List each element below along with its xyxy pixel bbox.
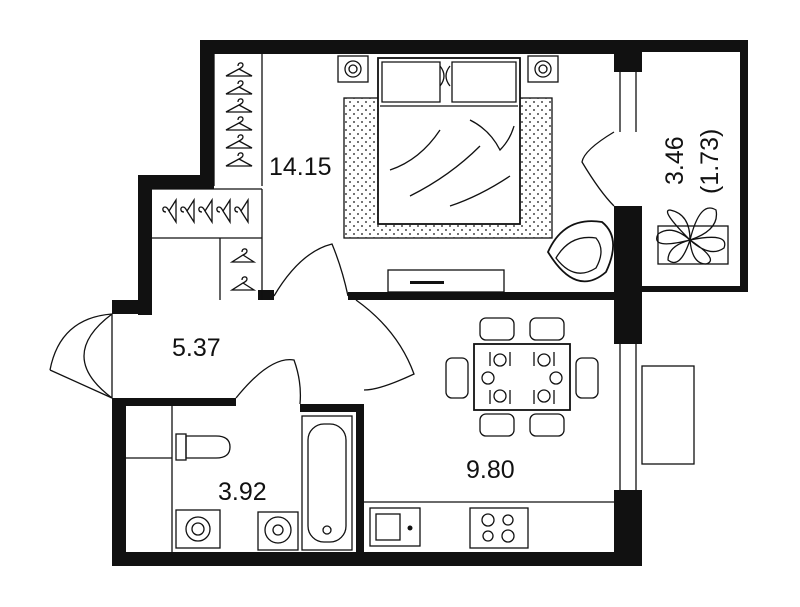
bathtub-icon bbox=[301, 415, 353, 551]
doors bbox=[49, 131, 615, 405]
kitchen-area-label: 9.80 bbox=[466, 456, 515, 484]
kitchen-sink-icon bbox=[369, 507, 421, 547]
washing-machine-icon bbox=[175, 509, 221, 549]
potted-plant-icon bbox=[656, 207, 729, 265]
wardrobe-hanger-icon bbox=[162, 62, 257, 291]
tv-stand bbox=[387, 269, 505, 293]
bathroom-area-label: 3.92 bbox=[218, 478, 267, 506]
walls bbox=[112, 40, 748, 566]
armchair-icon bbox=[546, 220, 614, 283]
partitions bbox=[126, 54, 695, 552]
cooktop-icon bbox=[469, 507, 529, 549]
balcony-reduced-area-label: (1.73) bbox=[696, 129, 724, 194]
toilet-icon bbox=[175, 433, 231, 461]
bedroom-area-label: 14.15 bbox=[269, 153, 332, 181]
balcony-area-label: 3.46 bbox=[661, 136, 689, 185]
dining-table-icon bbox=[445, 317, 599, 437]
sink-icon bbox=[257, 511, 299, 551]
double-bed-icon bbox=[337, 55, 559, 239]
hall-area-label: 5.37 bbox=[172, 334, 221, 362]
